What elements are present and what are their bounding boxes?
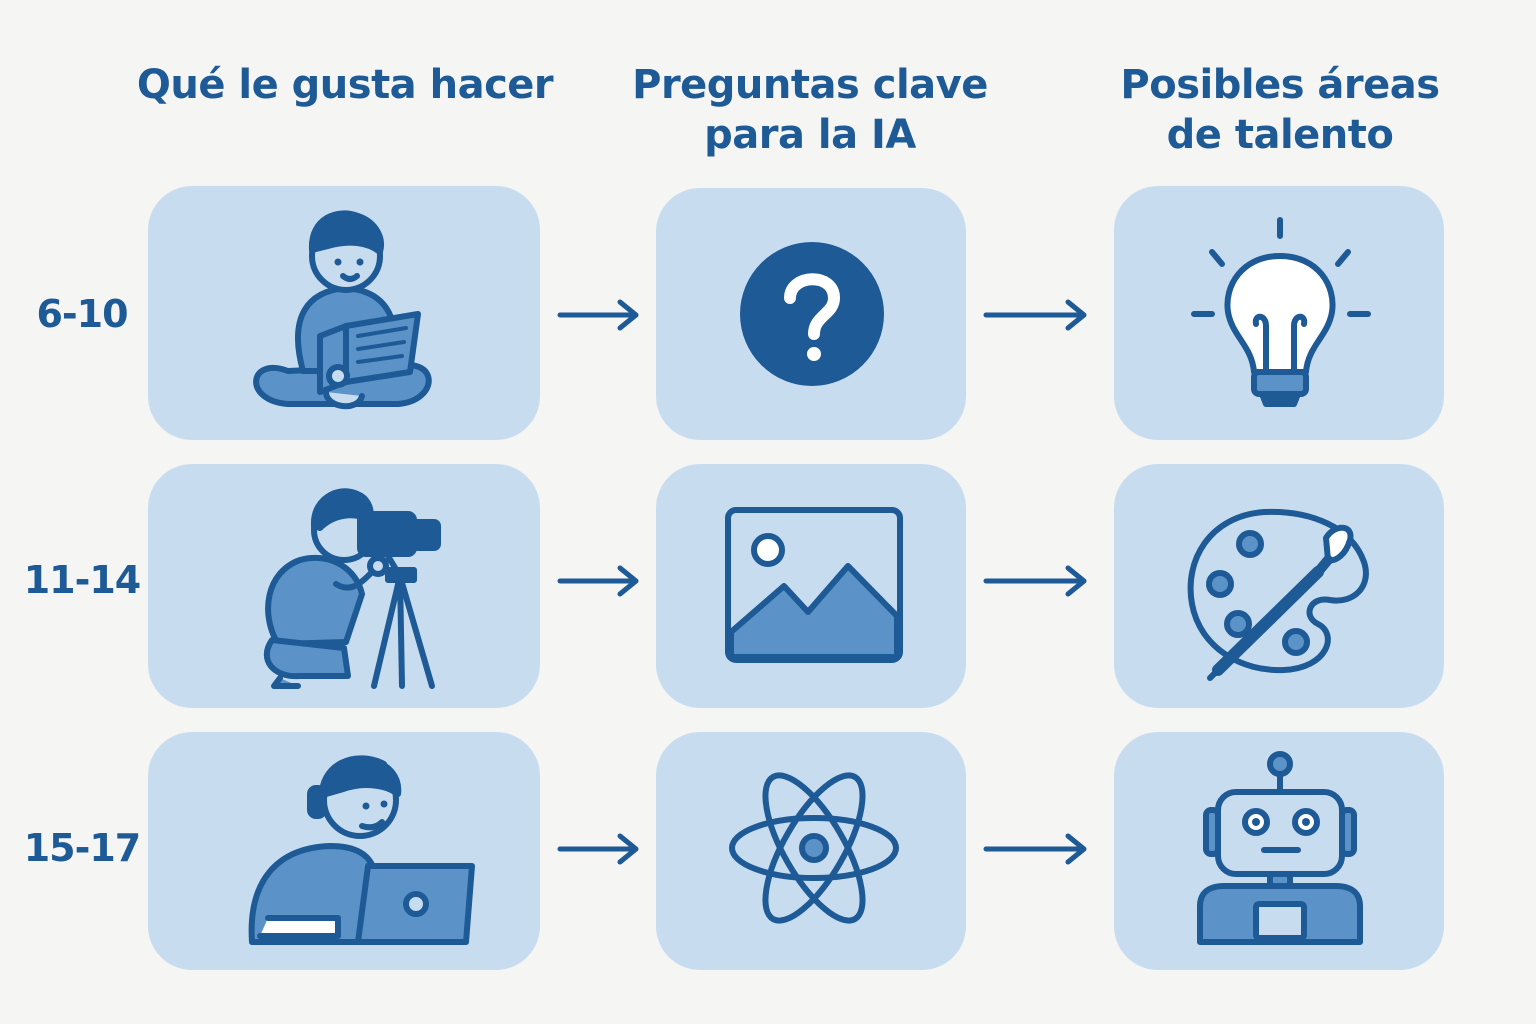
talent-card-art <box>1114 464 1444 708</box>
age-label-15-17: 15-17 <box>23 826 142 870</box>
photographer-child-icon <box>263 488 441 689</box>
talent-card-technology <box>1114 732 1444 970</box>
robot-icon <box>1197 751 1363 945</box>
column-header-talents: Posibles áreas de talento <box>1120 62 1440 158</box>
lightbulb-icon <box>1191 217 1371 407</box>
reading-child-icon <box>253 210 432 410</box>
activity-card-reading <box>148 186 540 440</box>
arrow-icon <box>557 833 639 865</box>
paint-palette-icon <box>1187 508 1369 681</box>
age-label-6-10: 6-10 <box>36 292 128 336</box>
column-header-questions: Preguntas clave para la IA <box>632 62 988 158</box>
arrow-icon <box>557 565 639 597</box>
question-mark-icon <box>740 242 884 386</box>
column-header-activities: Qué le gusta hacer <box>136 62 554 108</box>
image-icon <box>725 507 903 663</box>
talent-card-ideas <box>1114 186 1444 440</box>
arrow-icon <box>983 833 1087 865</box>
activity-card-photography <box>148 464 540 708</box>
arrow-icon <box>983 299 1087 331</box>
arrow-icon <box>983 565 1087 597</box>
question-card-science <box>656 732 966 970</box>
teen-laptop-icon <box>248 755 475 945</box>
atom-icon <box>729 772 899 924</box>
age-label-11-14: 11-14 <box>23 558 142 602</box>
question-card-curiosity <box>656 188 966 440</box>
activity-card-computing <box>148 732 540 970</box>
question-card-visual <box>656 464 966 708</box>
arrow-icon <box>557 299 639 331</box>
